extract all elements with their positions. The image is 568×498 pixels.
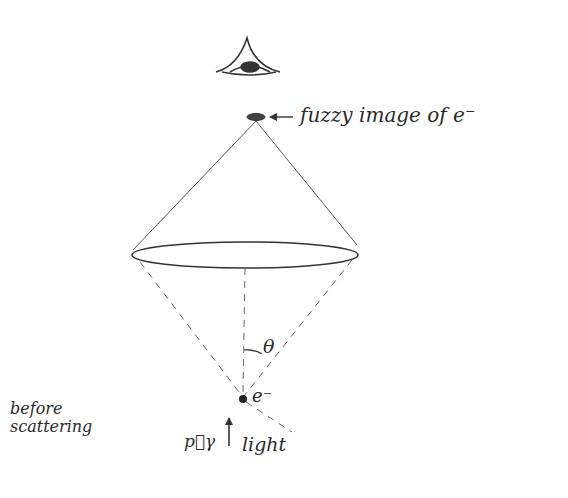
light-cone bbox=[133, 121, 357, 250]
electron-dot bbox=[239, 395, 247, 403]
lens bbox=[132, 242, 358, 268]
pointer-arrow bbox=[270, 116, 293, 117]
image-caption: fuzzy image of e⁻ bbox=[300, 104, 476, 126]
angle-label: θ bbox=[263, 336, 274, 357]
fuzzy-image bbox=[247, 114, 265, 121]
photon-arrow bbox=[228, 418, 230, 446]
light-label: light bbox=[242, 434, 286, 455]
dashed-rays bbox=[140, 260, 352, 432]
angle-arc bbox=[244, 350, 262, 354]
momentum-label: p⃗γ bbox=[184, 432, 215, 451]
eye-symbol bbox=[216, 38, 280, 75]
electron-label: e⁻ bbox=[252, 386, 272, 406]
state-note: before scattering bbox=[10, 400, 110, 435]
